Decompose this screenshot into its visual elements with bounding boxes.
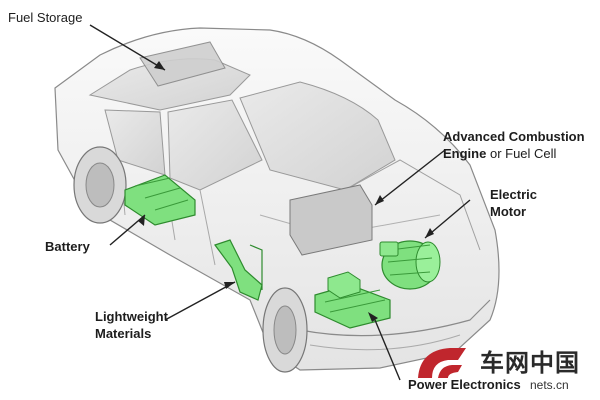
- leader-motor: [424, 199, 471, 239]
- label-motor-line2: Motor: [490, 204, 527, 219]
- side-window-front: [167, 99, 263, 191]
- arrow-motor: [425, 228, 434, 238]
- arrow-electronics: [368, 312, 378, 322]
- label-electric-motor: Electric Motor: [490, 186, 537, 220]
- fuel-storage-tank: [139, 41, 226, 87]
- front-wheel: [262, 287, 308, 373]
- leader-materials: [164, 281, 236, 321]
- leader-engine: [374, 149, 446, 206]
- hood-line: [344, 159, 481, 251]
- arrow-materials: [224, 282, 235, 289]
- arrowheads: [138, 61, 434, 322]
- label-fuel-storage-text: Fuel Storage: [8, 10, 83, 25]
- battery-pack: [124, 174, 196, 226]
- label-engine-line1: Advanced Combustion: [443, 129, 585, 144]
- label-power-electronics: Power Electronics: [408, 376, 521, 393]
- watermark-url-text: nets.cn: [530, 378, 569, 392]
- leader-fuel-storage: [89, 24, 166, 71]
- rear-wheel: [73, 146, 127, 224]
- label-fuel-storage: Fuel Storage: [8, 9, 82, 26]
- label-engine: Advanced Combustion Engine or Fuel Cell: [443, 128, 585, 162]
- label-power-electronics-text: Power Electronics: [408, 377, 521, 392]
- watermark-logo-mark: [418, 348, 466, 378]
- arrow-engine: [375, 195, 384, 205]
- arrow-battery: [138, 215, 145, 226]
- arrow-fuel-storage: [154, 61, 165, 70]
- car-body: [54, 27, 500, 371]
- label-materials-line1: Lightweight: [95, 309, 168, 324]
- electric-motor-unit: [379, 240, 441, 290]
- label-materials-line2: Materials: [95, 326, 152, 341]
- engine-block: [289, 184, 373, 256]
- label-motor-line1: Electric: [490, 187, 537, 202]
- front-bumper: [299, 299, 491, 337]
- watermark-cn-text: 车网中国: [480, 349, 580, 377]
- label-lightweight-materials: Lightweight Materials: [95, 308, 168, 342]
- label-engine-line2-bold: Engine: [443, 146, 487, 161]
- label-battery-text: Battery: [45, 239, 90, 254]
- label-engine-line2-rest: or Fuel Cell: [489, 146, 557, 161]
- leader-lines: [89, 24, 471, 381]
- label-battery: Battery: [45, 238, 90, 255]
- lightweight-materials-part: [214, 239, 263, 301]
- leader-electronics: [374, 319, 401, 381]
- windshield: [239, 81, 396, 191]
